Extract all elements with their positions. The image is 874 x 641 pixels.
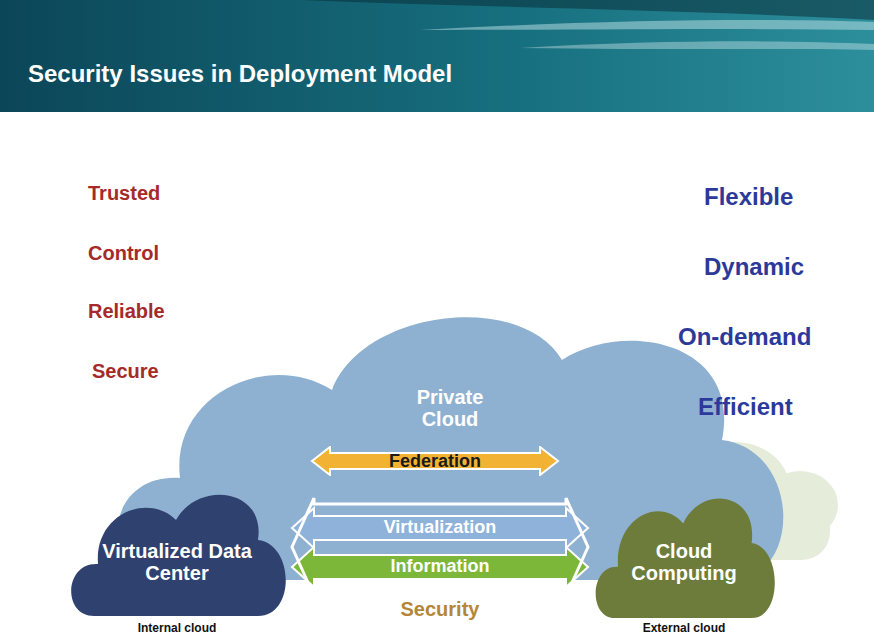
cloud-name: Virtualized Data Center	[92, 540, 262, 584]
slide-title: Security Issues in Deployment Model	[28, 60, 452, 88]
arrow-label: Security	[397, 598, 484, 621]
arrow-label: Information	[387, 556, 494, 577]
attribute-word: Secure	[92, 360, 159, 383]
banner-streak	[520, 41, 874, 50]
cloud-name: Private Cloud	[395, 386, 505, 430]
cloud-node: Federation	[310, 446, 560, 476]
arrow-label: Virtualization	[380, 517, 501, 538]
banner-streak	[420, 20, 874, 30]
cloud-name: Cloud Computing	[608, 540, 760, 584]
federation-arrow	[312, 447, 558, 475]
cloud-shape	[71, 495, 286, 616]
cloud-shape	[596, 498, 775, 618]
banner-streak	[300, 0, 874, 20]
double-arrow	[292, 547, 588, 587]
attribute-word: Control	[88, 242, 159, 265]
cloud-caption: Internal cloud	[77, 621, 277, 635]
double-arrow	[292, 508, 588, 548]
attribute-word: Trusted	[88, 182, 160, 205]
arrow-label: Federation	[330, 451, 540, 471]
cloud-caption: External cloud	[588, 621, 780, 635]
attribute-word: Dynamic	[704, 253, 804, 281]
title-banner	[0, 0, 874, 112]
cloud-node: Virtualized Data CenterInternal cloud	[62, 478, 292, 640]
attribute-word: Flexible	[704, 183, 793, 211]
attribute-word: Efficient	[698, 393, 793, 421]
faint-clouds	[610, 442, 838, 560]
attribute-word: On-demand	[678, 323, 811, 351]
cloud-node: Cloud ComputingExternal cloud	[588, 482, 780, 640]
attribute-word: Reliable	[88, 300, 165, 323]
double-arrow	[292, 498, 588, 596]
